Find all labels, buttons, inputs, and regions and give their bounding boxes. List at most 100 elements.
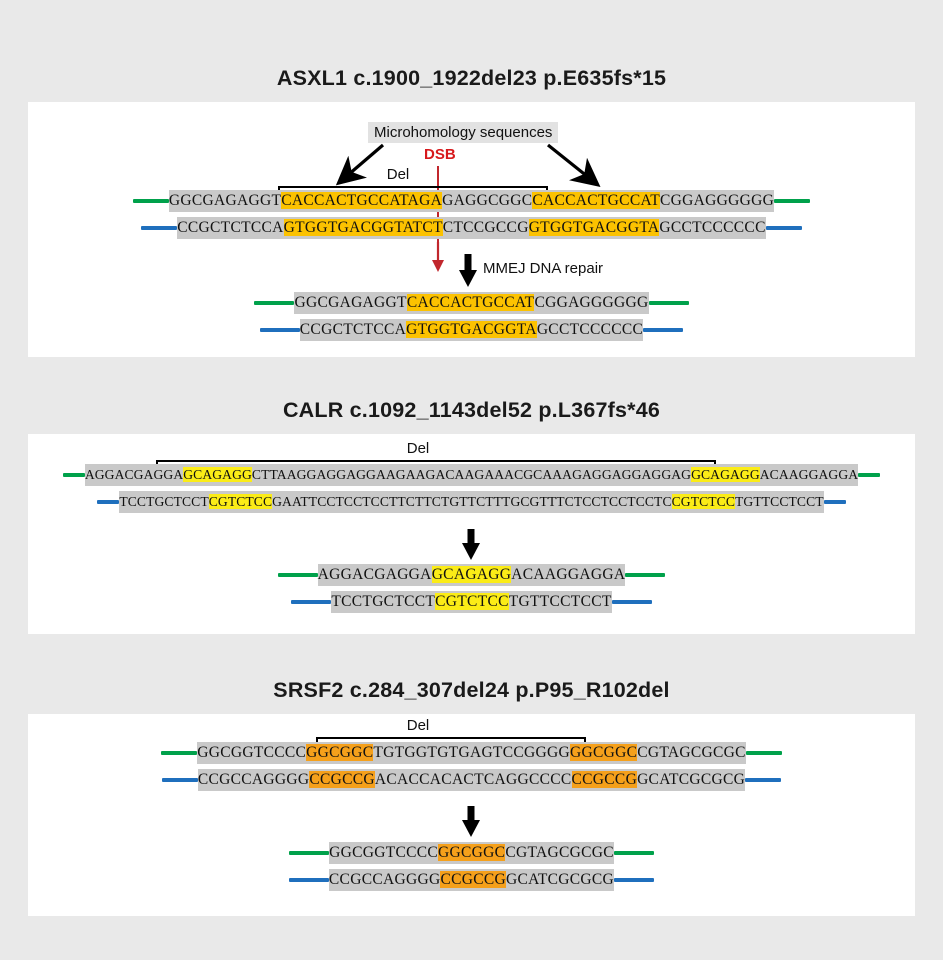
- del-label-asxl1: Del: [386, 166, 410, 183]
- green-tail-left: [132, 199, 169, 203]
- blue-tail-right: [643, 328, 684, 332]
- panel-card-calr: Del AGGACGAGGAGCAGAGGCTTAAGGAGGAGGAAGAAG…: [28, 434, 915, 634]
- calr-post-top-sequence: AGGACGAGGAGCAGAGGACAAGGAGGA: [317, 564, 626, 586]
- green-tail-right: [648, 301, 689, 305]
- blue-tail-left: [161, 778, 198, 782]
- sequence-segment: CCGCTCTCCA: [177, 219, 284, 236]
- microhomology-segment: CGTCTCC: [671, 494, 736, 509]
- blue-tail-right: [611, 600, 652, 604]
- green-tail-left: [277, 573, 318, 577]
- green-tail-right: [745, 751, 782, 755]
- calr-pre-bottom-strand: TCCTGCTCCTCGTCTCCGAATTCCTCCTCCTTCTTCTGTT…: [97, 491, 846, 513]
- sequence-segment: TGTTCCTCCT: [735, 494, 824, 509]
- srsf2-pre-repair-duplex: GGCGGTCCCCGGCGGCTGTGGTGTGAGTCCGGGGGGCGGC…: [28, 742, 915, 791]
- microhomology-segment: GTGGTGACGGTATCT: [283, 219, 443, 236]
- sequence-segment: CGGAGGGGGG: [660, 192, 775, 209]
- sequence-segment: GCCTCCCCCC: [659, 219, 766, 236]
- green-tail-right: [858, 473, 881, 477]
- sequence-segment: CGTAGCGCGC: [637, 744, 746, 761]
- microhomology-segment: GGCGGC: [569, 744, 638, 761]
- sequence-segment: GGCGGTCCCC: [197, 744, 307, 761]
- asxl1-post-repair-duplex: GGCGAGAGGTCACCACTGCCATCGGAGGGGGG CCGCTCT…: [28, 292, 915, 341]
- microhomology-segment: CCGCCG: [571, 771, 638, 788]
- calr-post-repair-duplex: AGGACGAGGAGCAGAGGACAAGGAGGA TCCTGCTCCTCG…: [28, 564, 915, 613]
- sequence-segment: CGTAGCGCGC: [505, 844, 614, 861]
- microhomology-segment: GCAGAGG: [691, 467, 760, 482]
- sequence-segment: TCCTGCTCCT: [331, 593, 436, 610]
- panel-title-srsf2: SRSF2 c.284_307del24 p.P95_R102del: [273, 678, 670, 702]
- panel-title-calr: CALR c.1092_1143del52 p.L367fs*46: [282, 398, 661, 422]
- green-tail-left: [289, 851, 330, 855]
- calr-pre-top-strand: AGGACGAGGAGCAGAGGCTTAAGGAGGAGGAAGAAGACAA…: [62, 464, 881, 486]
- green-tail-right: [774, 199, 811, 203]
- blue-tail-left: [141, 226, 178, 230]
- sequence-segment: GCATCGCGCG: [505, 871, 615, 888]
- asxl1-post-top-sequence: GGCGAGAGGTCACCACTGCCATCGGAGGGGGG: [294, 292, 649, 314]
- del-label-srsf2: Del: [406, 717, 430, 734]
- srsf2-post-top-sequence: GGCGGTCCCCGGCGGCCGTAGCGCGC: [329, 842, 614, 864]
- sequence-segment: ACACCACACTCAGGCCCC: [374, 771, 572, 788]
- sequence-segment: GCCTCCCCCC: [536, 321, 644, 338]
- blue-tail-left: [259, 328, 300, 332]
- asxl1-pre-bottom-sequence: CCGCTCTCCAGTGGTGACGGTATCTCTCCGCCGGTGGTGA…: [177, 217, 766, 239]
- asxl1-post-bottom-strand: CCGCTCTCCAGTGGTGACGGTAGCCTCCCCCC: [259, 319, 684, 341]
- microhomology-segment: GCAGAGG: [431, 566, 512, 583]
- sequence-segment: ACAAGGAGGA: [759, 467, 859, 482]
- blue-tail-right: [823, 500, 846, 504]
- blue-tail-left: [97, 500, 120, 504]
- blue-tail-right: [765, 226, 802, 230]
- calr-post-top-strand: AGGACGAGGAGCAGAGGACAAGGAGGA: [277, 564, 666, 586]
- sequence-segment: CTCCGCCG: [442, 219, 529, 236]
- microhomology-segment: GTGGTGACGGTA: [528, 219, 660, 236]
- microhomology-segment: GCAGAGG: [183, 467, 252, 482]
- asxl1-post-top-strand: GGCGAGAGGTCACCACTGCCATCGGAGGGGGG: [254, 292, 689, 314]
- dsb-label: DSB: [424, 146, 456, 163]
- calr-pre-top-sequence: AGGACGAGGAGCAGAGGCTTAAGGAGGAGGAAGAAGACAA…: [84, 464, 859, 486]
- srsf2-pre-bottom-strand: CCGCCAGGGGCCGCCGACACCACACTCAGGCCCCCCGCCG…: [161, 769, 782, 791]
- panel-card-asxl1: Microhomology sequences DSB Del: [28, 102, 915, 357]
- green-tail-left: [254, 301, 295, 305]
- mmej-repair-label: MMEJ DNA repair: [483, 260, 604, 277]
- sequence-segment: AGGACGAGGA: [317, 566, 432, 583]
- sequence-segment: GAATTCCTCCTCCTTCTTCTGTTCTTTGCGTTTCTCCTCC…: [272, 494, 672, 509]
- srsf2-post-bottom-strand: CCGCCAGGGGCCGCCGGCATCGCGCG: [288, 869, 655, 891]
- microhomology-segment: CCGCCG: [440, 871, 506, 888]
- microhomology-segment: CACCACTGCCAT: [532, 192, 660, 209]
- srsf2-post-bottom-sequence: CCGCCAGGGGCCGCCGGCATCGCGCG: [328, 869, 615, 891]
- blue-tail-left: [291, 600, 332, 604]
- sequence-segment: GGCGAGAGGT: [294, 294, 407, 311]
- microhomology-segment: CACCACTGCCAT: [406, 294, 535, 311]
- calr-post-bottom-strand: TCCTGCTCCTCGTCTCCTGTTCCTCCT: [291, 591, 652, 613]
- asxl1-pre-top-strand: GGCGAGAGGTCACCACTGCCATAGAGAGGCGGCCACCACT…: [132, 190, 811, 212]
- del-label-calr: Del: [406, 440, 430, 457]
- blue-tail-right: [745, 778, 782, 782]
- green-tail-right: [625, 573, 666, 577]
- microhomology-segment: GGCGGC: [438, 844, 506, 861]
- asxl1-pre-bottom-strand: CCGCTCTCCAGTGGTGACGGTATCTCTCCGCCGGTGGTGA…: [141, 217, 802, 239]
- green-tail-left: [161, 751, 198, 755]
- asxl1-pre-repair-duplex: GGCGAGAGGTCACCACTGCCATAGAGAGGCGGCCACCACT…: [28, 190, 915, 239]
- microhomology-segment: CGTCTCC: [435, 593, 509, 610]
- microhomology-label: Microhomology sequences: [368, 122, 559, 143]
- sequence-segment: GAGGCGGC: [442, 192, 533, 209]
- green-tail-right: [613, 851, 654, 855]
- sequence-segment: CTTAAGGAGGAGGAAGAAGACAAGAAACGCAAAGAGGAGG…: [251, 467, 692, 482]
- panel-card-srsf2: Del GGCGGTCCCCGGCGGCTGTGGTGTGAGTCCGGGGGG…: [28, 714, 915, 916]
- blue-tail-right: [614, 878, 655, 882]
- panel-title-asxl1: ASXL1 c.1900_1922del23 p.E635fs*15: [276, 66, 667, 90]
- sequence-segment: TGTTCCTCCT: [508, 593, 612, 610]
- srsf2-post-repair-duplex: GGCGGTCCCCGGCGGCCGTAGCGCGC CCGCCAGGGGCCG…: [28, 842, 915, 891]
- calr-post-bottom-sequence: TCCTGCTCCTCGTCTCCTGTTCCTCCT: [331, 591, 612, 613]
- green-tail-left: [62, 473, 85, 477]
- sequence-segment: ACAAGGAGGA: [511, 566, 626, 583]
- sequence-segment: CCGCCAGGGG: [328, 871, 441, 888]
- srsf2-pre-top-strand: GGCGGTCCCCGGCGGCTGTGGTGTGAGTCCGGGGGGCGGC…: [161, 742, 782, 764]
- asxl1-pre-top-sequence: GGCGAGAGGTCACCACTGCCATAGAGAGGCGGCCACCACT…: [168, 190, 775, 212]
- sequence-segment: GGCGAGAGGT: [168, 192, 282, 209]
- sequence-segment: CCGCTCTCCA: [299, 321, 407, 338]
- dsb-line: [437, 166, 439, 263]
- srsf2-pre-bottom-sequence: CCGCCAGGGGCCGCCGACACCACACTCAGGCCCCCCGCCG…: [197, 769, 746, 791]
- sequence-segment: AGGACGAGGA: [84, 467, 184, 482]
- calr-pre-bottom-sequence: TCCTGCTCCTCGTCTCCGAATTCCTCCTCCTTCTTCTGTT…: [119, 491, 824, 513]
